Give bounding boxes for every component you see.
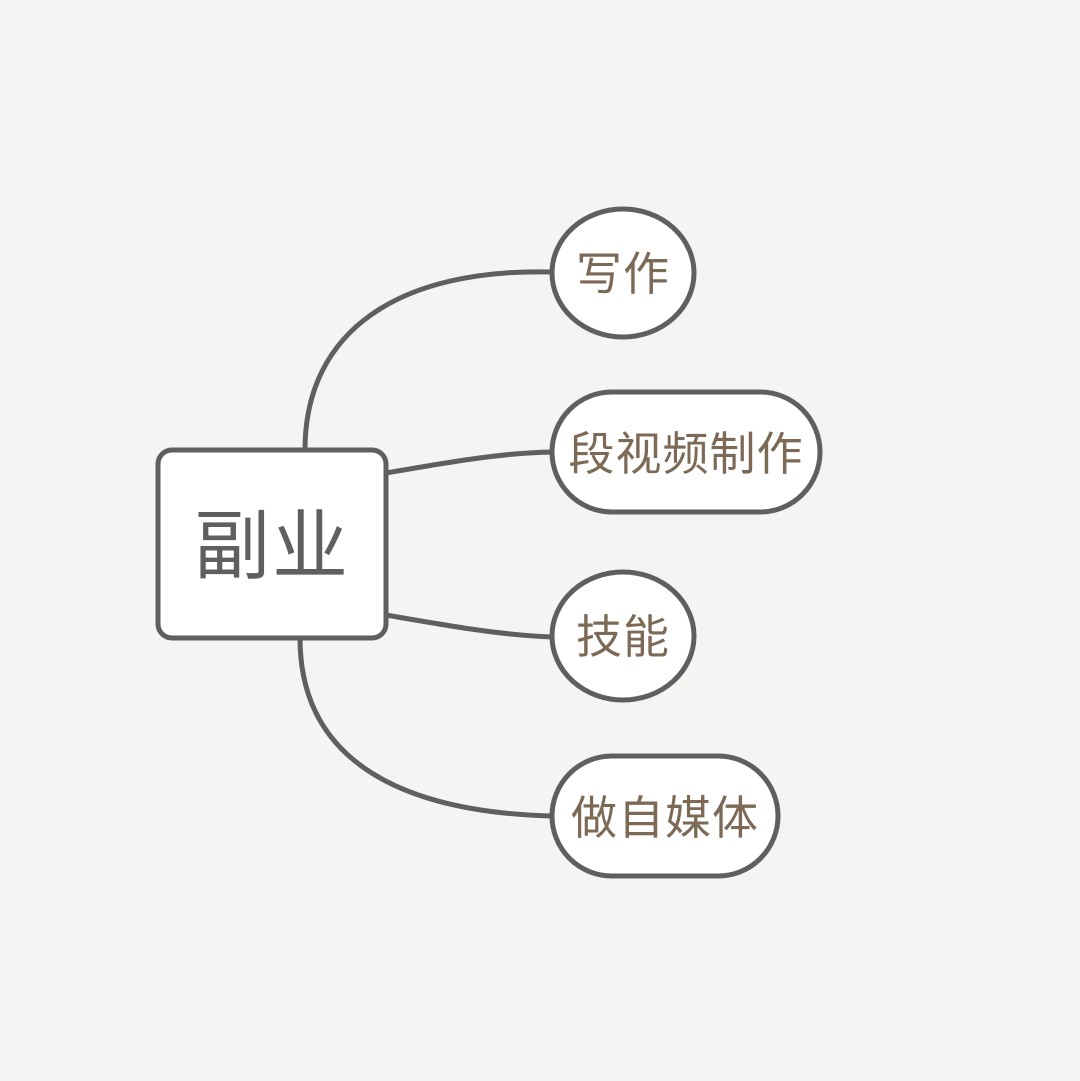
child-node-3-shape[interactable] [549, 569, 697, 703]
child-node-1-label: 写作 [576, 247, 670, 301]
edges-group [297, 269, 555, 819]
child-node-1-shape[interactable] [549, 206, 697, 340]
root-node-label: 副业 [194, 502, 350, 591]
edge-root-to-child-1[interactable] [302, 269, 555, 453]
child-node-4-label: 做自媒体 [571, 791, 759, 845]
child-node-3-label: 技能 [576, 610, 670, 664]
edge-root-to-child-4[interactable] [297, 635, 555, 819]
root-node-shape[interactable] [155, 447, 389, 641]
edge-root-to-child-3[interactable] [383, 612, 555, 640]
child-node-4-shape[interactable] [549, 753, 781, 879]
root-node[interactable]: 副业 [155, 447, 389, 641]
child-node-2[interactable]: 段视频制作 [549, 389, 823, 515]
edge-root-to-child-2[interactable] [383, 449, 555, 476]
child-node-4[interactable]: 做自媒体 [549, 753, 781, 879]
child-node-3[interactable]: 技能 [549, 569, 697, 703]
child-node-2-label: 段视频制作 [569, 427, 804, 481]
child-node-2-shape[interactable] [549, 389, 823, 515]
child-node-1[interactable]: 写作 [549, 206, 697, 340]
